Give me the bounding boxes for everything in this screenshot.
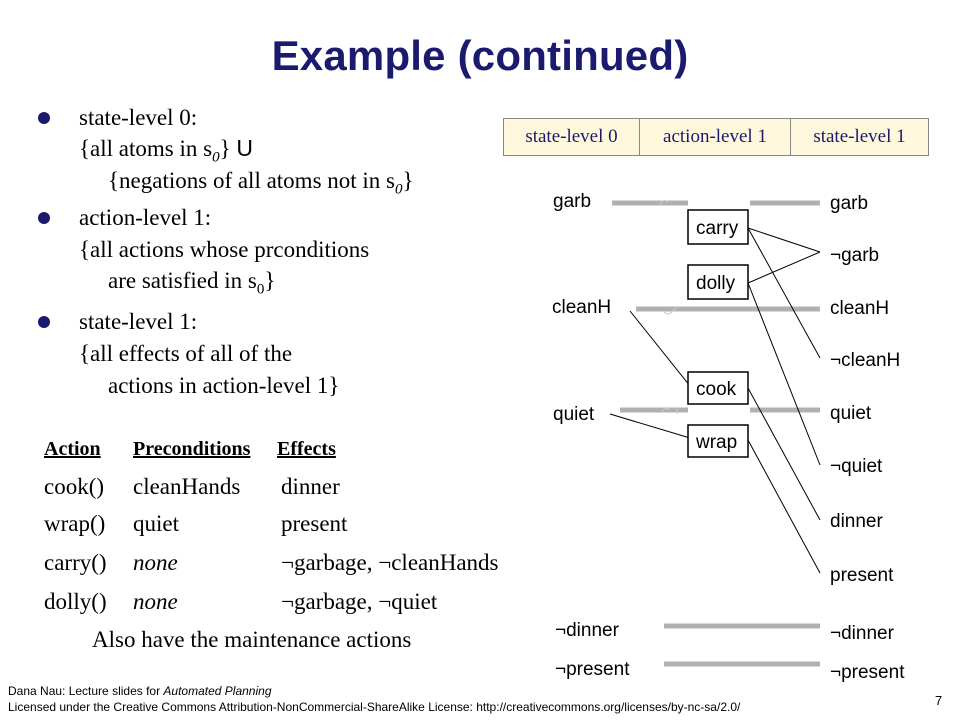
bullet-state-level-0-line2: {all atoms in s0} U — [79, 135, 253, 166]
bullet-state-level-1-line2: {all effects of all of the — [79, 341, 293, 366]
action-label-wrap: wrap — [695, 432, 737, 453]
table-row-pre: none — [133, 589, 178, 614]
right-prop-present: present — [830, 565, 894, 586]
table-row-effect: present — [281, 511, 348, 536]
edge-carry-not-garb — [747, 227, 821, 253]
bottom-right-not-dinner: ¬dinner — [830, 623, 895, 644]
footer-credit: Dana Nau: Lecture slides for Automated P… — [8, 684, 272, 698]
bullet-action-level-1-label: action-level 1: — [79, 205, 212, 230]
table-header-action: Action — [44, 438, 101, 460]
right-prop-not-quiet: ¬quiet — [830, 456, 883, 477]
remnant-mark — [663, 305, 678, 315]
bottom-right-not-present: ¬present — [830, 662, 905, 683]
table-row-effect: ¬garbage, ¬quiet — [281, 589, 438, 614]
left-prop-quiet: quiet — [553, 404, 595, 425]
right-prop-dinner: dinner — [830, 511, 883, 532]
bullet-state-level-0-line3: {negations of all atoms not in s0} — [108, 168, 414, 198]
footer-license: Licensed under the Creative Commons Attr… — [8, 700, 741, 714]
right-prop-quiet: quiet — [830, 403, 872, 424]
edge-dolly-not-quiet — [747, 282, 821, 466]
remnant-mark — [661, 407, 678, 414]
maintenance-note: Also have the maintenance actions — [92, 627, 412, 652]
table-row-action: carry() — [44, 550, 107, 575]
bullet-dot — [38, 212, 50, 224]
right-prop-garb: garb — [830, 193, 868, 214]
bullet-action-level-1-line2: {all actions whose prconditions — [79, 237, 370, 262]
right-prop-not-garb: ¬garb — [830, 245, 879, 266]
edge-cleanH-cook — [629, 310, 691, 387]
bottom-left-not-present: ¬present — [555, 659, 630, 680]
header-state-level-1: state-level 1 — [790, 118, 929, 156]
bullet-state-level-1-line3: actions in action-level 1} — [108, 373, 340, 398]
bullet-action-level-1-line3: are satisfied in s0} — [108, 268, 276, 298]
right-prop-cleanH: cleanH — [830, 298, 889, 319]
edge-wrap-present — [747, 439, 821, 574]
edge-cook-dinner — [747, 387, 821, 521]
bullet-state-level-1-label: state-level 1: — [79, 309, 198, 334]
table-row-effect: ¬garbage, ¬cleanHands — [281, 550, 499, 575]
action-label-cook: cook — [696, 379, 737, 400]
edge-carry-not-cleanH — [747, 227, 821, 359]
header-action-level-1: action-level 1 — [639, 118, 791, 156]
table-row-pre: none — [133, 550, 178, 575]
table-row-pre: quiet — [133, 511, 179, 536]
union-symbol: U — [236, 135, 253, 161]
table-header-preconditions: Preconditions — [133, 438, 251, 460]
table-row-action: wrap() — [44, 511, 106, 536]
table-row-action: cook() — [44, 474, 105, 499]
slide-title: Example (continued) — [271, 32, 689, 79]
table-row-pre: cleanHands — [133, 474, 241, 499]
page-number: 7 — [935, 693, 943, 708]
action-box-dolly — [687, 264, 749, 300]
left-prop-garb: garb — [553, 191, 591, 212]
table-row-effect: dinner — [281, 474, 340, 499]
action-box-cook — [687, 371, 749, 405]
action-label-carry: carry — [696, 218, 739, 239]
left-prop-cleanH: cleanH — [552, 297, 611, 318]
right-prop-not-cleanH: ¬cleanH — [830, 350, 900, 371]
header-state-level-0: state-level 0 — [503, 118, 640, 156]
action-box-carry — [687, 209, 749, 245]
edge-quiet-wrap — [609, 413, 691, 439]
bullet-state-level-0-label: state-level 0: — [79, 105, 198, 130]
action-label-dolly: dolly — [696, 273, 736, 294]
table-row-action: dolly() — [44, 589, 107, 614]
action-box-wrap — [687, 424, 749, 458]
bullet-dot — [38, 112, 50, 124]
bottom-left-not-dinner: ¬dinner — [555, 620, 620, 641]
remnant-mark — [659, 199, 669, 205]
edge-dolly-not-garb — [747, 251, 821, 284]
bullet-dot — [38, 316, 50, 328]
table-header-effects: Effects — [277, 438, 336, 460]
